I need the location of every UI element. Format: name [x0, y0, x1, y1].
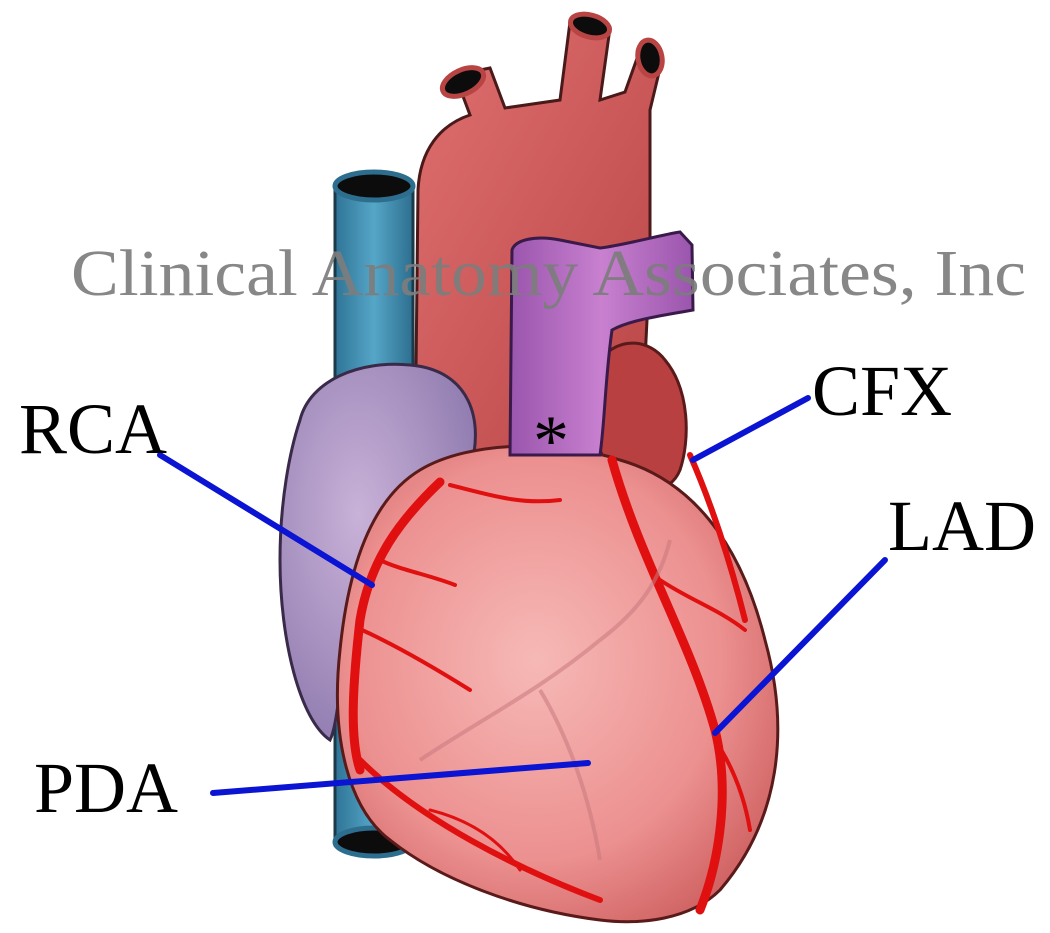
leader-line-cfx	[693, 398, 808, 460]
watermark-text: Clinical Anatomy Associates, Inc	[71, 237, 1026, 310]
label-lad: LAD	[888, 486, 1036, 566]
label-cfx: CFX	[812, 351, 952, 431]
vena-cava-top-opening	[335, 172, 413, 200]
asterisk-marker: *	[533, 401, 569, 481]
label-rca: RCA	[19, 389, 167, 469]
label-pda: PDA	[34, 748, 178, 828]
